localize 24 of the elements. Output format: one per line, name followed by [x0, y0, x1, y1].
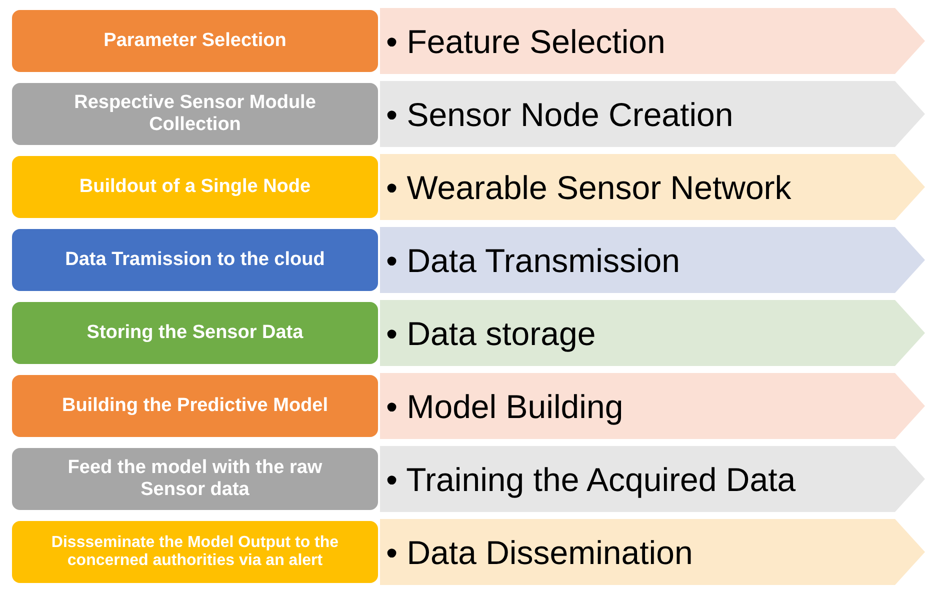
- chevron-panel: [380, 81, 925, 147]
- bullet-text: • Training the Acquired Data: [386, 462, 796, 496]
- chevron-panel: [380, 154, 925, 220]
- step-box: Buildout of a Single Node: [12, 156, 378, 218]
- step-box: Feed the model with the raw Sensor data: [12, 448, 378, 510]
- step-box: Dissseminate the Model Output to the concerned authorities via an alert: [12, 521, 378, 583]
- bullet-text: • Data Dissemination: [386, 536, 693, 568]
- chevron-panel: [380, 300, 925, 366]
- chevron-panel: [380, 446, 925, 512]
- step-box: Respective Sensor Module Collection: [12, 83, 378, 145]
- step-box: Storing the Sensor Data: [12, 302, 378, 364]
- chevron-panel: [380, 227, 925, 293]
- chevron-panel: [380, 519, 925, 585]
- bullet-text: • Data Transmission: [386, 244, 680, 276]
- step-box: Parameter Selection: [12, 10, 378, 72]
- chevron-panel: [380, 373, 925, 439]
- bullet-text: • Wearable Sensor Network: [386, 170, 792, 204]
- bullet-text: • Model Building: [386, 390, 624, 422]
- chevron-panel: [380, 8, 925, 74]
- bullet-text: • Feature Selection: [386, 24, 666, 58]
- bullet-text: • Data storage: [386, 316, 596, 350]
- step-box: Building the Predictive Model: [12, 375, 378, 437]
- step-box: Data Tramission to the cloud: [12, 229, 378, 291]
- bullet-text: • Sensor Node Creation: [386, 98, 734, 130]
